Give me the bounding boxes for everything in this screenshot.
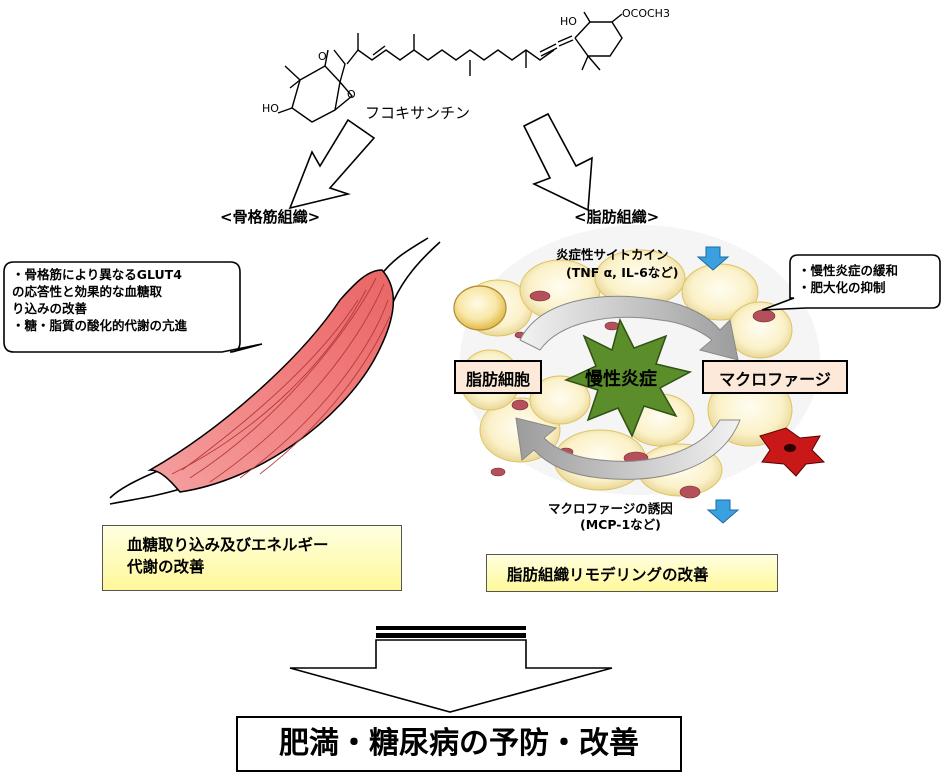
inflammation-star [563, 317, 693, 438]
cycle-arrow-bottom [515, 417, 741, 480]
hollow-arrow-right [522, 112, 593, 212]
adipose-result-text: 脂肪組織リモデリングの改善 [507, 566, 709, 584]
recruit-sub: (MCP-1など) [580, 517, 661, 532]
muscle-result-line: 血糖取り込み及びエネルギー [127, 536, 329, 554]
muscle-callout-line: の応答性と効果的な血糖取 [12, 284, 163, 299]
compound-name: フコキサンチン [365, 104, 471, 122]
adipocyte-label: 脂肪細胞 [465, 370, 530, 389]
adipose-callout-line: ・慢性炎症の緩和 [798, 263, 899, 278]
label-o-carbonyl: O [318, 50, 327, 63]
highlight-adipocyte [453, 285, 507, 331]
cytokine-label: 炎症性サイトカイン [556, 247, 669, 262]
hollow-arrow-left [288, 118, 376, 210]
fucoxanthin-labels: O O HO HO OCOCH3 [262, 7, 670, 115]
label-ho-left: HO [262, 102, 279, 115]
label-o-epoxide: O [347, 88, 356, 101]
label-ester: OCOCH3 [622, 7, 670, 20]
activated-macrophage [759, 427, 826, 477]
center-inflammation-label: 慢性炎症 [585, 369, 657, 390]
down-arrow-recruit [706, 499, 740, 524]
section-title-adipose: <脂肪組織> [574, 208, 660, 226]
adipose-callout-text: ・慢性炎症の緩和 ・肥大化の抑制 [798, 262, 898, 296]
adipocyte-label-box: 脂肪細胞 [454, 360, 542, 394]
muscle-callout-bubble [3, 261, 263, 353]
recruit-label: マクロファージの誘因 [548, 501, 673, 516]
muscle-callout-line: り込みの改善 [12, 301, 88, 316]
adipose-callout-bubble [761, 254, 941, 311]
final-outcome-box: 肥満・糖尿病の予防・改善 [236, 716, 682, 772]
label-ho-top: HO [560, 15, 577, 28]
muscle-result-box: 血糖取り込み及びエネルギー 代謝の改善 [102, 525, 402, 591]
cytokine-sub: (TNF α, IL-6など) [566, 265, 679, 280]
final-arrow [289, 626, 613, 713]
macrophage-label-box: マクロファージ [702, 360, 848, 394]
muscle-illustration [109, 237, 441, 505]
muscle-callout-line: ・骨格筋により異なるGLUT4 [12, 267, 182, 282]
fucoxanthin-structure [277, 11, 623, 123]
down-arrow-cytokine [696, 246, 730, 271]
final-outcome-text: 肥満・糖尿病の予防・改善 [279, 726, 639, 761]
macrophage-label: マクロファージ [719, 370, 831, 389]
cycle-arrow-top [519, 295, 739, 361]
muscle-callout-line: ・糖・脂質の酸化的代謝の亢進 [12, 318, 188, 333]
section-title-muscle: <骨格筋組織> [220, 208, 321, 226]
adipose-result-box: 脂肪組織リモデリングの改善 [486, 554, 778, 592]
adipose-callout-line: ・肥大化の抑制 [798, 280, 886, 295]
muscle-callout-text: ・骨格筋により異なるGLUT4 の応答性と効果的な血糖取 り込みの改善 ・糖・脂… [12, 266, 187, 334]
muscle-result-line: 代謝の改善 [127, 558, 205, 576]
